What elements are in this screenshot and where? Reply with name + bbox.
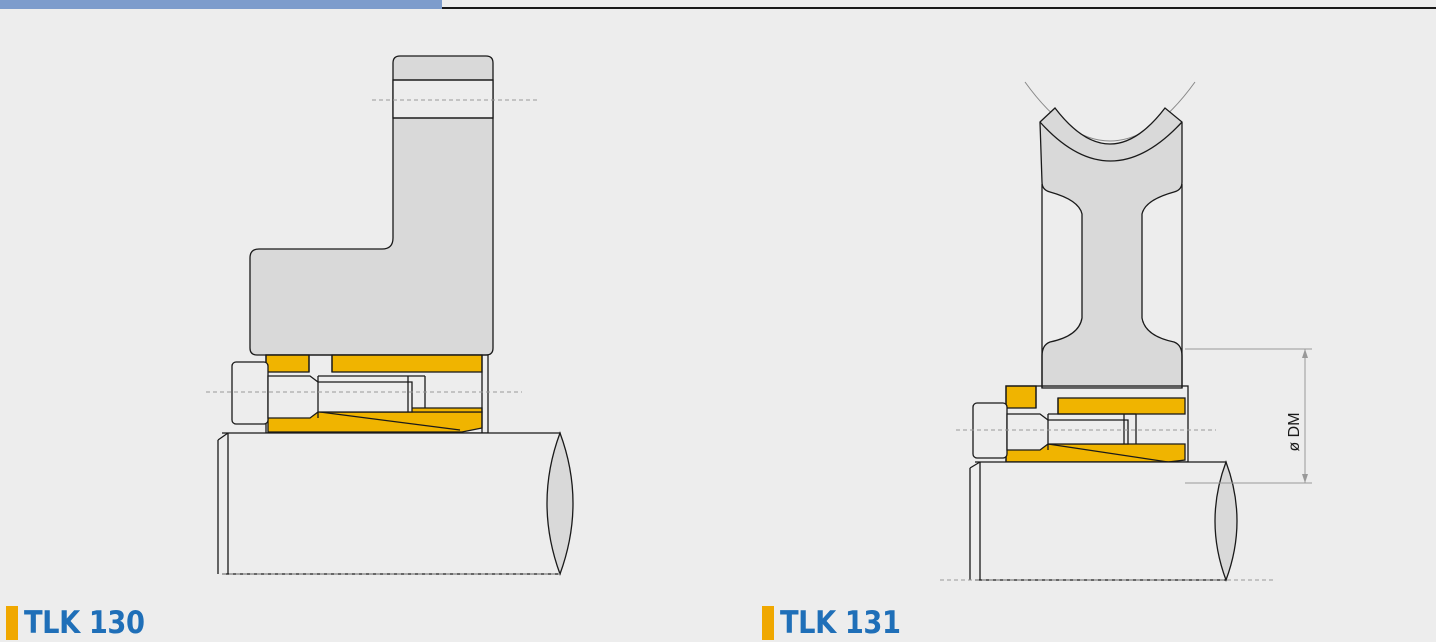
header-accent-bar — [0, 0, 442, 9]
tlk130-hub — [249, 55, 494, 356]
tlk131-shaft — [975, 461, 1227, 581]
tlk130-screw-head — [231, 361, 269, 425]
tlk130-screw-shaft — [267, 375, 413, 419]
header-rule — [442, 7, 1436, 9]
caption-marker — [762, 606, 774, 640]
caption-tlk131: TLK 131 — [762, 604, 917, 642]
tlk130-drawing — [206, 55, 574, 576]
tlk131-drawing — [940, 81, 1312, 582]
caption-title: TLK 131 — [780, 605, 901, 641]
tlk131-wheel — [1039, 107, 1183, 389]
tlk130-outer-ring-large — [331, 354, 483, 373]
tlk130-shaft — [222, 432, 561, 575]
tlk130-hub-band — [392, 79, 494, 119]
tlk131-outer-ring-small — [1005, 385, 1037, 409]
caption-tlk130: TLK 130 — [6, 604, 161, 642]
caption-title: TLK 130 — [24, 605, 145, 641]
tlk131-outer-ring-large — [1057, 397, 1186, 415]
tlk131-screw-shaft — [1006, 413, 1129, 451]
tlk131-dimension-label: ø DM — [1286, 412, 1303, 451]
caption-marker — [6, 606, 18, 640]
technical-drawing: ø DM — [206, 55, 1312, 582]
tlk130-outer-ring-small — [265, 354, 310, 373]
